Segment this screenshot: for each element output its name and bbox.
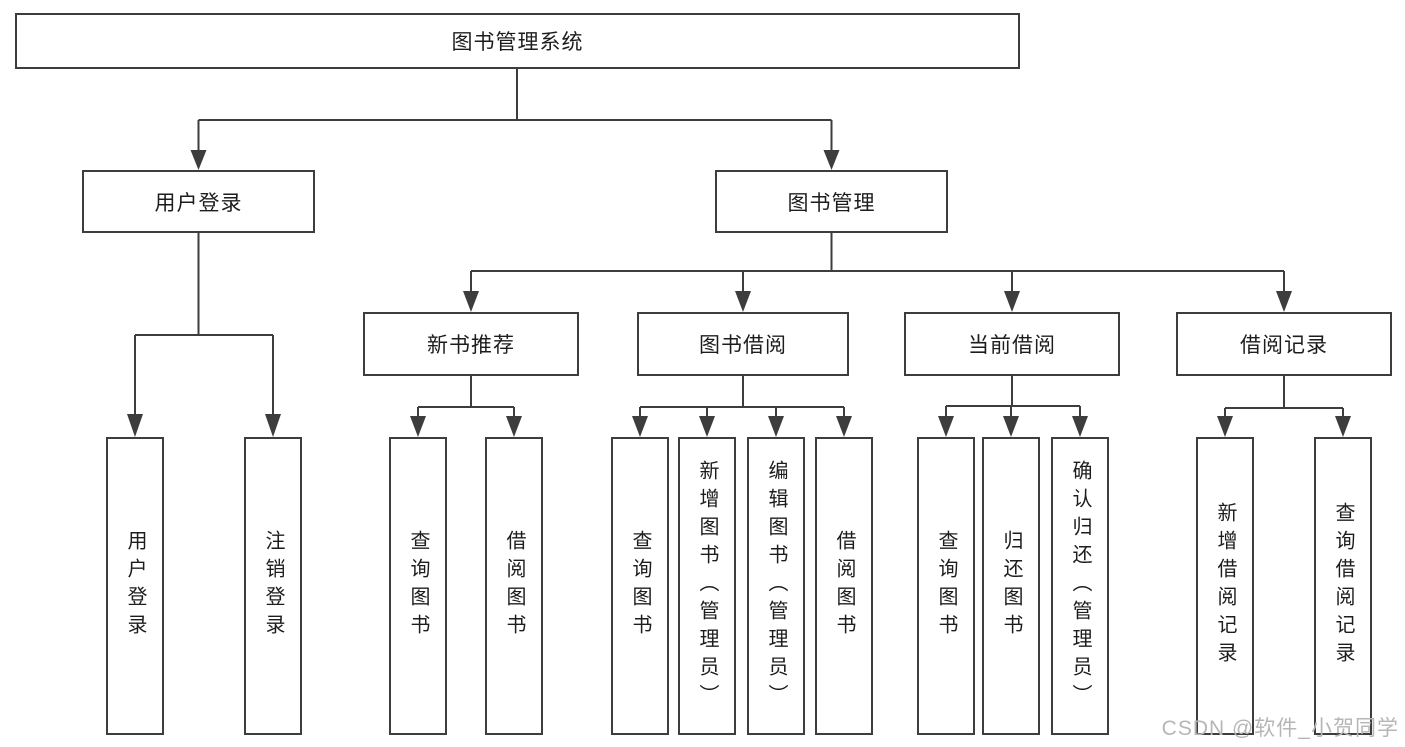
leaf-query-books-current: 查询图书: [917, 437, 975, 735]
leaf-query-books-recommend: 查询图书: [389, 437, 447, 735]
leaf-borrow-books-recommend: 借阅图书: [485, 437, 543, 735]
node-user-login: 用户登录: [82, 170, 315, 233]
arrowhead-icons: [127, 150, 1351, 437]
leaf-add-books-admin: 新增图书（管理员）: [678, 437, 736, 735]
leaf-logout: 注销登录: [244, 437, 302, 735]
leaf-return-books: 归还图书: [982, 437, 1040, 735]
leaf-add-borrow-record: 新增借阅记录: [1196, 437, 1254, 735]
node-book-borrowing: 图书借阅: [637, 312, 849, 376]
leaf-user-login: 用户登录: [106, 437, 164, 735]
node-new-book-recommendation: 新书推荐: [363, 312, 579, 376]
leaf-confirm-return-admin: 确认归还（管理员）: [1051, 437, 1109, 735]
leaf-borrow-books-borrowing: 借阅图书: [815, 437, 873, 735]
node-borrowing-records: 借阅记录: [1176, 312, 1392, 376]
csdn-watermark: CSDN @软件_小贺同学: [1161, 717, 1399, 740]
node-current-borrowing: 当前借阅: [904, 312, 1120, 376]
leaf-query-books-borrowing: 查询图书: [611, 437, 669, 735]
node-root: 图书管理系统: [15, 13, 1020, 69]
node-book-management: 图书管理: [715, 170, 948, 233]
leaf-query-borrow-record: 查询借阅记录: [1314, 437, 1372, 735]
leaf-edit-books-admin: 编辑图书（管理员）: [747, 437, 805, 735]
